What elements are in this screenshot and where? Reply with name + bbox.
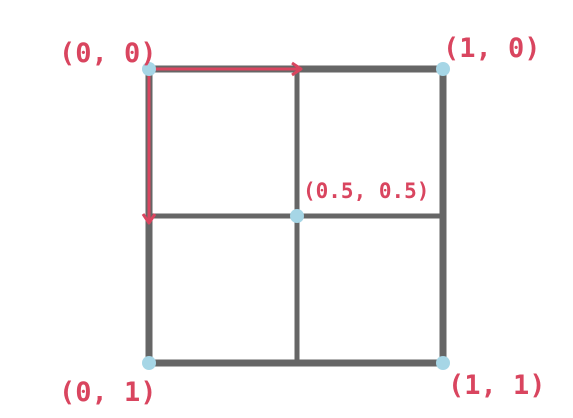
point-top-right <box>436 62 450 76</box>
label-bottom-left: (0, 1) <box>59 377 157 408</box>
label-center: (0.5, 0.5) <box>303 179 429 203</box>
point-bottom-left <box>142 356 156 370</box>
y-axis-arrow <box>141 69 157 225</box>
label-top-right: (1, 0) <box>443 33 541 64</box>
x-axis-arrow <box>149 61 303 77</box>
label-top-left: (0, 0) <box>59 38 157 69</box>
label-bottom-right: (1, 1) <box>448 370 546 401</box>
point-top-left <box>142 62 156 76</box>
point-bottom-right <box>436 356 450 370</box>
point-center <box>290 209 304 223</box>
